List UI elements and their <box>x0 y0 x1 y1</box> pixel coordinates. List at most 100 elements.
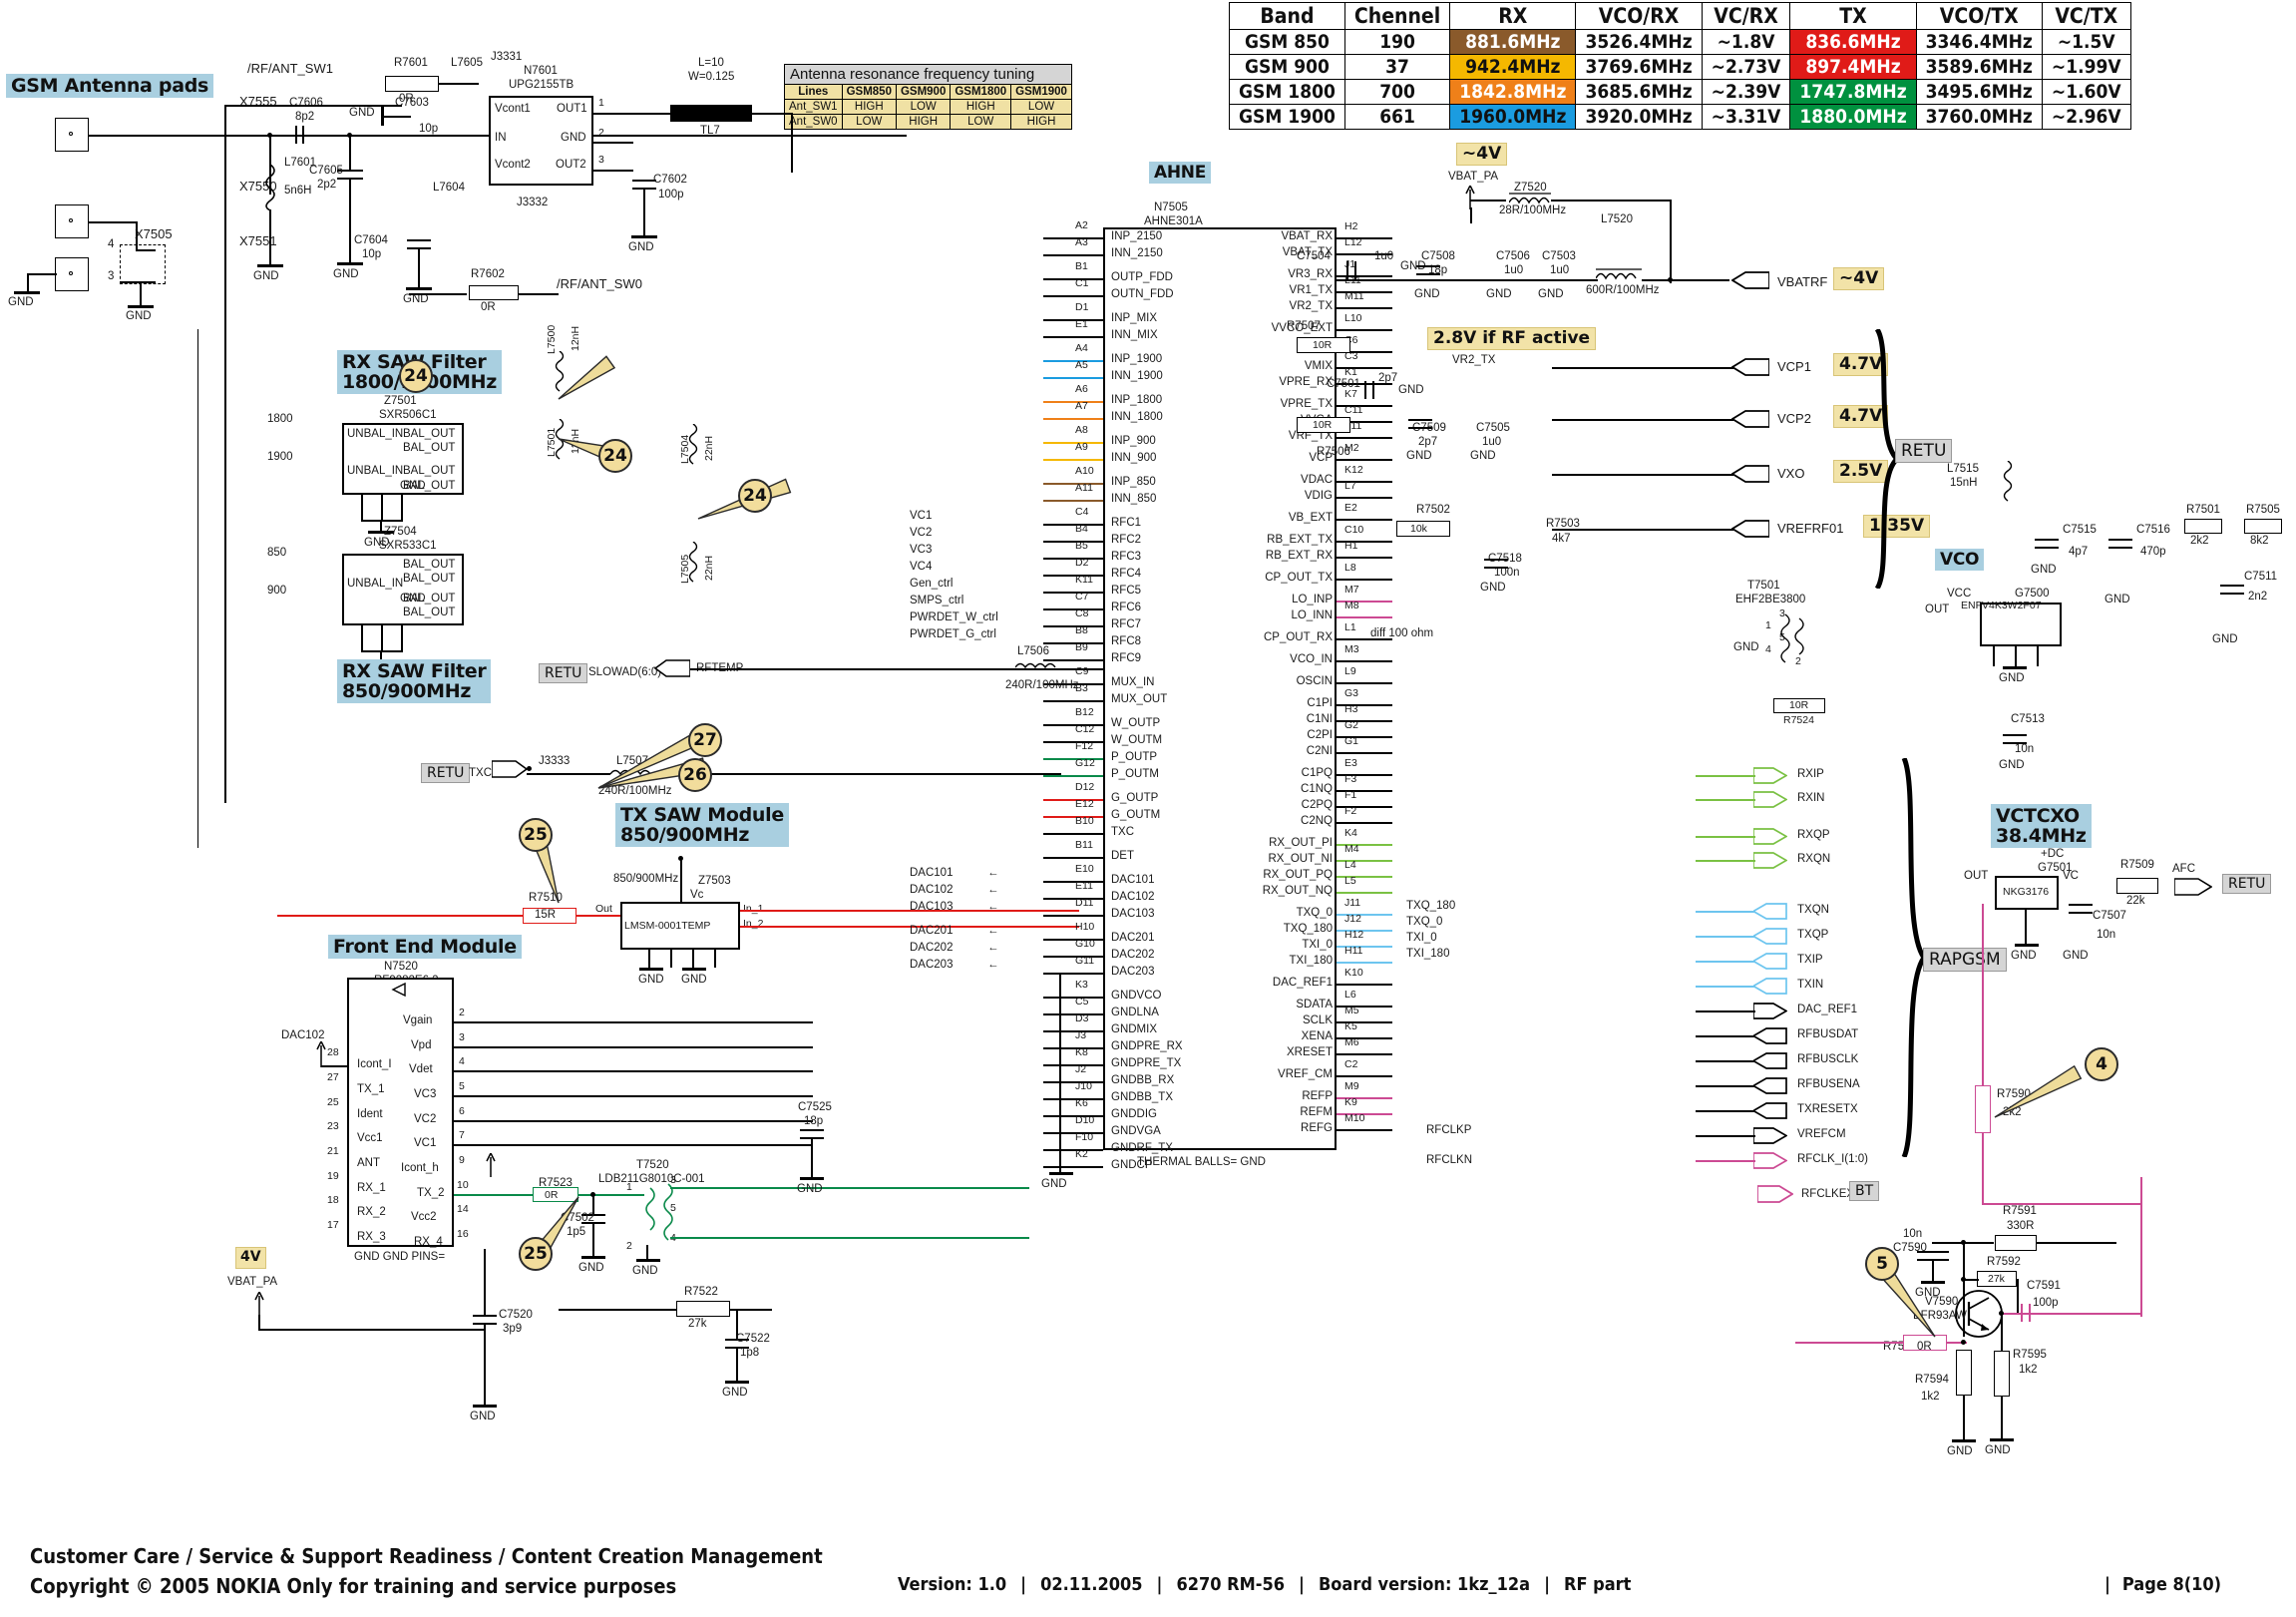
ahne-left-pin-name: GNDCP <box>1111 1159 1153 1171</box>
footer-page: Page 8(10) <box>2121 1574 2222 1595</box>
part-ref-c7511: C7511 <box>2244 571 2278 583</box>
retu-tag-afc: RETU <box>2222 874 2272 895</box>
wire-r7591-right <box>2037 1242 2116 1244</box>
ahne-left-pin-wire <box>1043 915 1103 917</box>
ahne-right-pin-wire <box>1337 930 1392 932</box>
wire-sw-pin3 <box>120 281 156 283</box>
n7601-pin-out2: OUT2 <box>556 159 586 171</box>
n7601-pinnum-3: 3 <box>598 154 604 166</box>
gnd-bar-c7603 <box>381 106 384 126</box>
part-val-c7503: 1u0 <box>1550 264 1570 276</box>
retu-signal-name: VREFRF01 <box>1777 521 1844 536</box>
gnd-label-txsaw2: GND <box>681 974 707 986</box>
rapgsm-signal-name: RXQP <box>1797 829 1830 841</box>
band-table-header-row: Band Chennel RX VCO/RX VC/RX TX VCO/TX V… <box>1229 2 2131 30</box>
rapgsm-signal-name: TXQN <box>1797 904 1829 916</box>
ahne-right-pin-num: L10 <box>1344 312 1362 324</box>
callout-balloon[interactable]: 4 <box>2085 1047 2118 1081</box>
fem-rpin-name-0: Vgain <box>403 1014 433 1026</box>
vco-pin-out: OUT <box>1925 604 1950 615</box>
part-val-c7603: 10p <box>419 123 439 135</box>
callout-balloon[interactable]: 25 <box>519 1237 553 1271</box>
fem-pin-num-6: 18 <box>327 1194 339 1206</box>
resistor-r7591 <box>1995 1235 2037 1251</box>
ahne-left-pin-num: C7 <box>1075 591 1089 603</box>
fem-rpin-num-5: 7 <box>459 1129 465 1141</box>
n7601-pin-gnd: GND <box>561 132 586 144</box>
gnd-label-c7604: GND <box>403 293 429 305</box>
cap-c7520-p1 <box>473 1315 497 1317</box>
cap-c7504-p1 <box>1346 261 1348 279</box>
ind-val-l7505: 22nH <box>703 555 715 581</box>
rx-saw-low-pin-bal1: BAL_OUT <box>403 559 456 571</box>
part-val-c7520: 3p9 <box>503 1323 523 1335</box>
ahne-left-pin-wire <box>1043 683 1103 685</box>
part-val-c7525: 18p <box>804 1115 824 1127</box>
ahne-left-pin-num: K8 <box>1075 1046 1088 1058</box>
ahne-right-pin-wire <box>1337 1021 1392 1023</box>
node-vbatrf <box>1668 277 1673 282</box>
ahne-left-pin-wire <box>1043 1166 1103 1168</box>
ahne-right-pin-name: VB_EXT <box>1288 512 1333 524</box>
resistor-r7502 <box>1396 521 1450 537</box>
resistor-r7501 <box>2184 519 2222 534</box>
ahne-right-pin-name: VCO_IN <box>1290 653 1333 665</box>
ahne-right-pin-name: C1PQ <box>1301 767 1333 779</box>
ahne-right-pin-wire <box>1337 601 1392 603</box>
wire-r7602-right <box>519 293 559 295</box>
ahne-left-pin-name: INP_MIX <box>1111 312 1158 324</box>
inductor-l7507-symbol <box>610 769 651 776</box>
n7601-pin-vcont1: Vcont1 <box>495 103 531 115</box>
ahne-left-pin-num: A10 <box>1075 465 1094 477</box>
ahne-right-pin-num: C6 <box>1344 334 1358 346</box>
wire-vbatpa-top-h <box>1470 200 1506 202</box>
net-vr2-tx: VR2_TX <box>1452 354 1496 366</box>
fem-pin-name-6: RX_2 <box>357 1206 386 1218</box>
callout-balloon[interactable]: 24 <box>598 439 632 473</box>
ahne-left-pin-num: G10 <box>1075 938 1095 950</box>
ahne-left-pin-wire <box>1043 608 1103 610</box>
callout-balloon[interactable]: 25 <box>519 818 553 852</box>
gnd-symbol-c7502 <box>581 1256 605 1259</box>
balun-t7520-symbol <box>645 1183 673 1241</box>
vbat-pa-top-tag: ~4V <box>1456 143 1508 167</box>
fem-pin-num-5: 19 <box>327 1170 339 1182</box>
ahne-left-pin-num: A3 <box>1075 236 1088 248</box>
fem-pin-num-4: 21 <box>327 1145 339 1157</box>
cap-c7518-p2 <box>1484 567 1508 569</box>
wire-gnd-c7603 <box>383 116 411 118</box>
gnd-label-r7594: GND <box>1947 1445 1973 1457</box>
ahne-left-pin-wire <box>1043 418 1103 420</box>
ic-ref-n7601: N7601 <box>524 65 558 77</box>
rapgsm-signal-flag <box>1753 1102 1787 1119</box>
ahne-left-pin-name: GNDMIX <box>1111 1023 1157 1035</box>
callout-balloon[interactable]: 24 <box>738 479 772 513</box>
ahne-right-pin-wire <box>1337 1075 1392 1077</box>
ahne-left-pin-name: GNDLNA <box>1111 1007 1159 1018</box>
part-ref-c7507: C7507 <box>2093 910 2126 922</box>
rapgsm-signal-flag <box>1753 1027 1787 1044</box>
ahne-left-pin-name: MUX_OUT <box>1111 693 1168 705</box>
callout-balloon[interactable]: 26 <box>678 758 712 792</box>
pad-label-x7555: X7555 <box>239 94 277 109</box>
antenna-cell: LOW <box>950 114 1012 130</box>
part-ref-l7601: L7601 <box>284 157 316 169</box>
callout-balloon[interactable]: 27 <box>688 723 722 757</box>
gnd-label-c7507: GND <box>2063 950 2089 962</box>
ind-val-l7506: 240R/100MHz <box>1005 679 1079 691</box>
ahne-left-pin-num: E11 <box>1075 880 1093 892</box>
microstrip-ref: TL7 <box>700 125 720 137</box>
ahne-left-pin-num: B5 <box>1075 540 1088 552</box>
cap-c7507-p1 <box>2069 904 2093 906</box>
ahne-right-pin-wire <box>1337 752 1392 754</box>
cap-c7590-p1 <box>1917 1251 1949 1253</box>
wire-r7592-down <box>2017 1279 2019 1313</box>
ahne-left-pin-name: INP_1900 <box>1111 353 1163 365</box>
ahne-right-pin-wire <box>1337 291 1392 293</box>
saw-lo-gnd3 <box>401 625 403 651</box>
ahne-right-pin-wire <box>1337 437 1392 439</box>
callout-balloon[interactable]: 5 <box>1865 1247 1899 1281</box>
callout-balloon[interactable]: 24 <box>399 359 433 393</box>
